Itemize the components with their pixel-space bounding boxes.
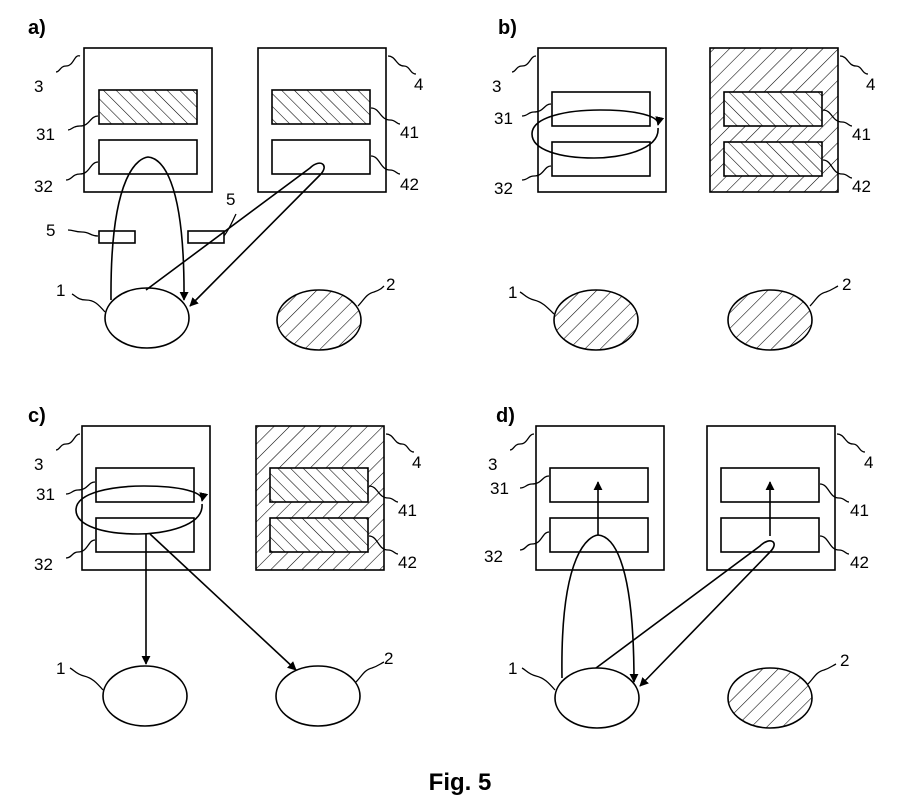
panel-b-unit-1 (554, 290, 638, 350)
panel-d-ref-3: 3 (488, 455, 497, 474)
panel-c-ref-42: 42 (398, 553, 417, 572)
panel-a-ref-5-right: 5 (226, 190, 235, 209)
panel-b-leader-2 (810, 286, 838, 306)
figure-caption: Fig. 5 (429, 769, 492, 796)
panel-a-leader-4 (388, 56, 416, 74)
panel-b-element-31 (552, 92, 650, 126)
panel-b-leader-3 (512, 56, 536, 72)
panel-a-ref-41: 41 (400, 123, 419, 142)
panel-a-letter: a) (28, 17, 46, 39)
panel-a-leader-5-left (68, 230, 98, 236)
panel-d-unit-2 (728, 668, 812, 728)
panel-b-element-41 (724, 92, 822, 126)
panel-d-leader-2 (808, 664, 836, 684)
panel-c-ref-41: 41 (398, 501, 417, 520)
panel-b-ref-3: 3 (492, 77, 501, 96)
panel-a-element-42 (272, 140, 370, 174)
panel-b-ref-2: 2 (842, 275, 851, 294)
panel-c-ref-1: 1 (56, 659, 65, 678)
panel-b-letter: b) (498, 17, 517, 39)
panel-d-ref-2: 2 (840, 651, 849, 670)
panel-b-ref-31: 31 (494, 109, 513, 128)
panel-a-leader-2 (358, 286, 384, 306)
panel-a: a) 3 31 32 4 41 42 5 5 1 2 (28, 17, 423, 350)
panel-a-ref-42: 42 (400, 175, 419, 194)
panel-a-ref-2: 2 (386, 275, 395, 294)
panel-a-leader-1 (72, 294, 105, 312)
panel-d-ref-41: 41 (850, 501, 869, 520)
panel-d-ref-42: 42 (850, 553, 869, 572)
panel-c-unit-2 (276, 666, 360, 726)
panel-c-unit-1 (103, 666, 187, 726)
panel-c-ref-4: 4 (412, 453, 421, 472)
panel-b-element-42 (724, 142, 822, 176)
panel-a-ref-31: 31 (36, 125, 55, 144)
panel-d-letter: d) (496, 405, 515, 427)
panel-c-letter: c) (28, 405, 46, 427)
panel-a-unit-2 (277, 290, 361, 350)
panel-b-ref-4: 4 (866, 75, 875, 94)
panel-a-ref-5-left: 5 (46, 221, 55, 240)
panel-c-ref-31: 31 (36, 485, 55, 504)
panel-a-unit-1 (105, 288, 189, 348)
panel-d-unit-1 (555, 668, 639, 728)
panel-a-element-31 (99, 90, 197, 124)
panel-a-ref-32: 32 (34, 177, 53, 196)
panel-c-ref-32: 32 (34, 555, 53, 574)
panel-c-leader-1 (70, 668, 103, 690)
panel-a-ref-1: 1 (56, 281, 65, 300)
panel-d-leader-3 (510, 434, 534, 450)
panel-c-leader-2 (356, 662, 384, 682)
panel-c: c) 3 31 32 4 41 42 1 2 (28, 405, 421, 726)
panel-c-element-42 (270, 518, 368, 552)
panel-c-ref-3: 3 (34, 455, 43, 474)
panel-d-leader-4 (837, 434, 865, 452)
panel-c-leader-4 (386, 434, 414, 452)
panel-c-leader-3 (56, 434, 80, 450)
panel-a-element-41 (272, 90, 370, 124)
panel-d-ref-32: 32 (484, 547, 503, 566)
panel-b-ref-42: 42 (852, 177, 871, 196)
panel-a-ref-4: 4 (414, 75, 423, 94)
panel-d-ref-31: 31 (490, 479, 509, 498)
panel-d-leader-1 (522, 668, 555, 690)
panel-a-ref-3: 3 (34, 77, 43, 96)
panel-a-link-5-left (99, 231, 135, 243)
panel-d: d) 3 31 32 4 41 42 1 2 (484, 405, 873, 728)
panel-b: b) 3 31 32 4 41 42 1 2 (492, 17, 875, 350)
panel-b-leader-1 (520, 292, 554, 314)
panel-c-element-31 (96, 468, 194, 502)
panel-c-ref-2: 2 (384, 649, 393, 668)
panel-b-element-32 (552, 142, 650, 176)
panel-b-leader-4 (840, 56, 868, 74)
panel-b-ref-1: 1 (508, 283, 517, 302)
panel-c-element-32 (96, 518, 194, 552)
panel-a-leader-3 (56, 56, 80, 72)
panel-a-link-5-right (188, 231, 224, 243)
panel-b-unit-2 (728, 290, 812, 350)
panel-b-ref-41: 41 (852, 125, 871, 144)
panel-d-ref-4: 4 (864, 453, 873, 472)
panel-b-ref-32: 32 (494, 179, 513, 198)
panel-d-element-31 (550, 468, 648, 502)
panel-d-ref-1: 1 (508, 659, 517, 678)
panel-c-element-41 (270, 468, 368, 502)
